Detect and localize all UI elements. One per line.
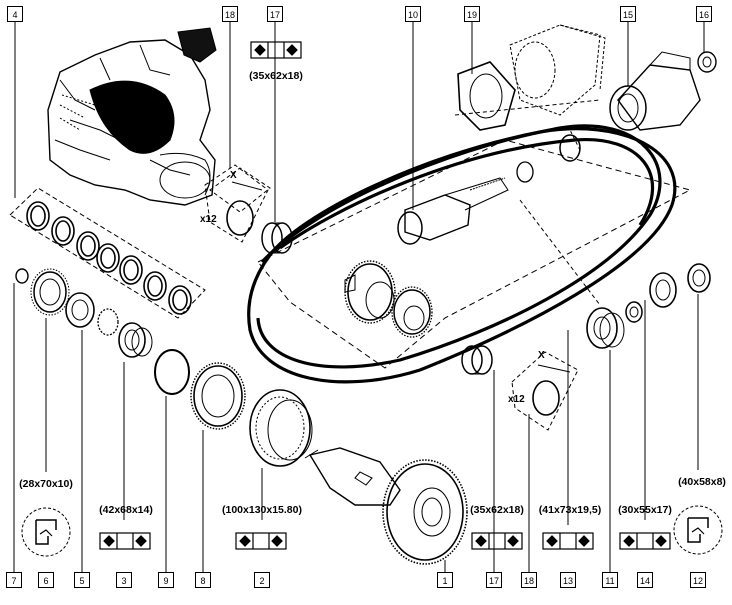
bearing-right-dash xyxy=(569,129,581,151)
bearing-17-bottom xyxy=(461,345,493,375)
dim-bearing-17-top: (35x62x18) xyxy=(249,70,303,82)
bearing-icon-14 xyxy=(619,532,671,550)
shim-frame-18-top xyxy=(204,164,269,243)
shim-mark-left: X xyxy=(230,170,237,181)
split-ring xyxy=(97,308,119,336)
callout-19: 19 xyxy=(464,6,480,22)
housing-15 xyxy=(609,51,701,131)
shim-x-arrow-top xyxy=(231,181,263,191)
callout-9: 9 xyxy=(158,572,174,588)
differential-1 xyxy=(304,447,468,565)
bearing-icon-3 xyxy=(99,532,151,550)
shim-18-bottom xyxy=(532,380,560,416)
bearing-icon-2 xyxy=(235,532,287,550)
shim-18-top xyxy=(226,200,254,236)
highlight-loops xyxy=(247,124,677,384)
gear-8 xyxy=(190,362,246,430)
callout-10: 10 xyxy=(405,6,421,22)
callout-8: 8 xyxy=(195,572,211,588)
housing-cover-edge xyxy=(559,24,606,91)
qty-shim-left: x12 xyxy=(200,214,217,225)
callout-15: 15 xyxy=(620,6,636,22)
qty-shim-right: x12 xyxy=(508,394,525,405)
dim-bearing-14: (30x55x17) xyxy=(618,504,672,516)
ring-set-4 xyxy=(26,201,192,315)
bearing-icon-17-bottom xyxy=(471,532,523,550)
snap-ring-9 xyxy=(154,349,190,395)
top-right-dash xyxy=(454,99,601,116)
callout-2: 2 xyxy=(254,572,270,588)
seal-icon-6 xyxy=(21,507,71,557)
gear-6 xyxy=(30,268,70,316)
callout-11: 11 xyxy=(602,572,618,588)
bearing-upper-right xyxy=(559,134,581,162)
housing-cover-outline xyxy=(509,24,601,116)
seal-12 xyxy=(687,263,711,293)
shim-x-arrow-bottom xyxy=(537,364,571,373)
seal-icon-12 xyxy=(673,505,723,555)
housing-cover-bore xyxy=(514,41,556,99)
callout-6: 6 xyxy=(38,572,54,588)
nut-16 xyxy=(697,51,717,73)
dim-bearing-13: (41x73x19,5) xyxy=(538,504,602,516)
callout-5: 5 xyxy=(74,572,90,588)
race-11 xyxy=(625,301,643,323)
shim-mark-right: X xyxy=(538,350,545,361)
gearbox-housing xyxy=(47,27,217,206)
dim-bearing-3: (42x68x14) xyxy=(99,504,153,516)
bearing-14 xyxy=(649,272,677,308)
bearing-5 xyxy=(65,292,95,328)
pinion-axis-dash xyxy=(519,199,601,306)
callout-18-bottom: 18 xyxy=(521,572,537,588)
dim-seal-6: (28x70x10) xyxy=(19,478,73,490)
dim-bearing-17-bottom: (35x62x18) xyxy=(470,504,524,516)
callout-1: 1 xyxy=(437,572,453,588)
bearing-icon-17-top xyxy=(250,41,302,59)
bearing-2 xyxy=(249,389,313,467)
bearing-13 xyxy=(586,307,625,349)
pinion-shaft-10 xyxy=(397,161,534,245)
callout-13: 13 xyxy=(560,572,576,588)
callout-17-bottom: 17 xyxy=(486,572,502,588)
callout-17-top: 17 xyxy=(267,6,283,22)
shim-box-18-top xyxy=(209,167,271,213)
callout-7: 7 xyxy=(6,572,22,588)
callout-16: 16 xyxy=(696,6,712,22)
group-box-4 xyxy=(9,187,206,319)
shim-frame-18-bottom xyxy=(511,351,579,431)
cluster-gears xyxy=(344,260,433,338)
callout-14: 14 xyxy=(637,572,653,588)
callout-18-top: 18 xyxy=(222,6,238,22)
bearing-icon-13 xyxy=(542,532,594,550)
dim-seal-12: (40x58x8) xyxy=(678,476,726,488)
circlip-7 xyxy=(15,268,29,284)
callout-3: 3 xyxy=(116,572,132,588)
gasket-19 xyxy=(457,61,516,131)
dim-bearing-2: (100x130x15.80) xyxy=(222,504,302,516)
callout-12: 12 xyxy=(690,572,706,588)
bearing-3 xyxy=(118,322,153,358)
callout-4: 4 xyxy=(7,6,23,22)
